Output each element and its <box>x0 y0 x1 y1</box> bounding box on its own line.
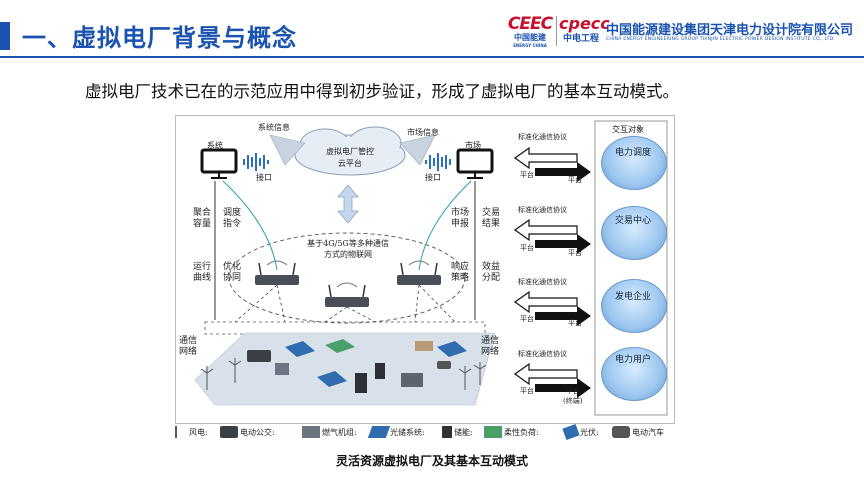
network-label-1: 基于4G/5G等多种通信 <box>307 239 389 248</box>
gas-unit-icon <box>275 363 289 375</box>
iot-network-ellipse <box>228 232 466 324</box>
objects-column-box <box>594 120 668 416</box>
legend-storage: 储能: <box>442 425 473 439</box>
title-accent-bar <box>0 22 10 50</box>
figure-caption: 灵活资源虚拟电厂及其基本互动模式 <box>335 454 528 468</box>
protocol-label-2: 标准化通信协议 <box>518 206 567 214</box>
protocol-left-4: 平台 <box>520 387 534 395</box>
header-divider <box>0 56 864 58</box>
company-name-en: CHINA ENERGY ENGINEERING GROUP TIANJIN E… <box>606 37 836 42</box>
cpecc-logo: cpecc 中电工程 <box>559 14 610 44</box>
interface-right-label: 接口 <box>425 173 441 182</box>
signal-wave-left <box>243 153 269 171</box>
cloud-label-2: 云平台 <box>338 159 362 168</box>
protocol-label-4: 标准化通信协议 <box>518 350 567 358</box>
router-left-icon <box>255 260 299 285</box>
legend-ev-bus: 电动公交: <box>220 425 275 439</box>
label-comm-network-left: 通信网络 <box>178 336 197 357</box>
legend-ev-car: 电动汽车 <box>612 425 664 439</box>
protocol-left-3: 平台 <box>520 315 534 323</box>
flexible-load-icon <box>325 339 355 353</box>
gas-unit-legend-icon <box>302 426 320 438</box>
storage-icon <box>355 373 367 393</box>
platform-network-double-arrow <box>337 184 359 224</box>
logo-divider <box>556 16 557 46</box>
ceec-logo: CEEC 中国能建 ENERGY CHINA <box>507 14 553 48</box>
protocol-right-3: 平台 <box>568 319 582 327</box>
protocol-label-1: 标准化通信协议 <box>518 133 567 141</box>
system-info-arrow <box>269 134 306 166</box>
protocol-right-1: 平台 <box>568 176 582 184</box>
protocol-arrows <box>513 146 591 398</box>
label-market-bid: 市场申报 <box>450 208 469 229</box>
diagram-graphics <box>194 120 668 416</box>
interface-left-label: 接口 <box>256 173 272 182</box>
label-benefit-allocation: 效益分配 <box>481 262 500 283</box>
flexible-load-legend-icon <box>484 426 502 438</box>
label-comm-network-right: 通信网络 <box>480 336 499 357</box>
label-dispatch-command: 调度指令 <box>222 208 241 229</box>
ev-car-icon <box>437 361 451 369</box>
router-right-icon <box>397 260 441 285</box>
node-power-user <box>601 347 667 401</box>
label-aggregate-capacity: 聚合容量 <box>192 208 211 229</box>
node-label-power-dispatch: 电力调度 <box>614 148 651 158</box>
solar-storage-legend-icon <box>367 426 391 438</box>
system-label: 系统 <box>207 141 223 150</box>
ev-bus-legend-icon <box>220 426 238 438</box>
node-label-power-user: 电力用户 <box>614 355 651 365</box>
network-label-2: 方式的物联网 <box>324 250 372 259</box>
protocol-right-2: 平台 <box>568 249 582 257</box>
node-label-trading-center: 交易中心 <box>614 216 651 226</box>
protocol-left-1: 平台 <box>520 171 534 179</box>
house-icon <box>415 341 433 351</box>
legend-flexible-load: 柔性负荷: <box>484 425 539 439</box>
market-info-arrow <box>399 134 436 166</box>
node-label-generation: 发电企业 <box>614 292 651 302</box>
legend-gas-unit: 燃气机组: <box>302 425 357 439</box>
node-trading-center <box>601 206 667 260</box>
cloud-label-1: 虚拟电厂管控 <box>326 147 374 156</box>
system-info-label: 系统信息 <box>258 123 290 132</box>
market-info-label: 市场信息 <box>407 128 439 137</box>
ev-bus-icon <box>247 350 271 362</box>
node-generation <box>601 279 667 333</box>
node-power-dispatch <box>601 136 667 190</box>
legend-solar-storage: 光储系统: <box>367 425 425 439</box>
label-response-strategy: 响应策略 <box>450 262 469 283</box>
protocol-left-2: 平台 <box>520 244 534 252</box>
market-monitor-icon <box>456 148 494 179</box>
storage-icon-2 <box>375 363 385 379</box>
objects-title: 交互对象 <box>612 125 644 134</box>
subtitle-text: 虚拟电厂技术已在的示范应用中得到初步验证，形成了虚拟电厂的基本互动模式。 <box>85 82 679 101</box>
system-monitor-icon <box>200 148 238 179</box>
signal-wave-right <box>425 153 451 171</box>
company-name: 中国能源建设集团天津电力设计院有限公司 <box>606 23 854 38</box>
label-trade-result: 交易结果 <box>481 208 500 229</box>
market-label: 市场 <box>465 141 481 150</box>
factory-icon <box>401 373 423 387</box>
protocol-label-3: 标准化通信协议 <box>518 278 567 286</box>
solar-panel-icon <box>317 371 347 387</box>
slide-title: 一、虚拟电厂背景与概念 <box>22 24 297 52</box>
ev-car-legend-icon <box>612 426 630 438</box>
wind-turbine-icon <box>175 426 187 438</box>
wind-turbines <box>200 358 487 390</box>
legend-pv: 光伏: <box>562 423 599 441</box>
storage-legend-icon <box>442 426 452 438</box>
solar-panel-icon-2 <box>437 341 467 357</box>
protocol-right-4: 平台 (终端) <box>563 387 583 405</box>
legend-wind: 风电: <box>175 425 208 439</box>
label-optimize-coordinate: 优化协同 <box>222 262 241 283</box>
router-center-icon <box>325 282 369 307</box>
label-run-curve: 运行曲线 <box>192 262 211 283</box>
solar-storage-icon <box>285 341 315 357</box>
pv-legend-icon <box>562 423 580 441</box>
